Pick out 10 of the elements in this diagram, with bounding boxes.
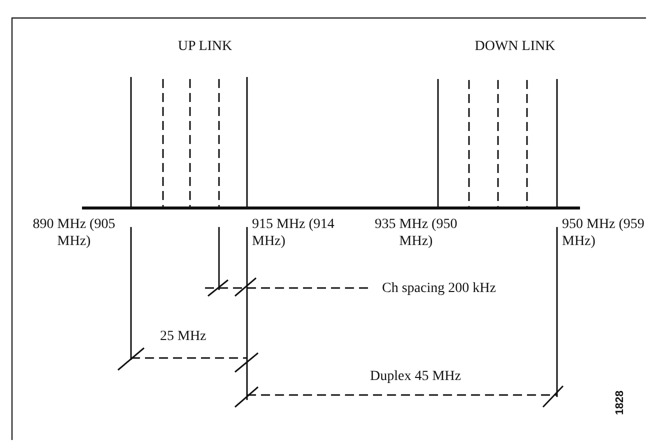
band-label: UP LINK — [176, 38, 234, 55]
frequency-label: 915 MHz (914 MHz) — [252, 216, 336, 250]
dimension-label: Duplex 45 MHz — [370, 368, 462, 385]
band-label: DOWN LINK — [474, 38, 556, 55]
figure-number: 1828 — [613, 390, 627, 415]
frequency-label: 890 MHz (905 MHz) — [32, 216, 116, 250]
dimension-label: 25 MHz — [160, 328, 208, 345]
dimension-label: Ch spacing 200 kHz — [382, 280, 497, 297]
frequency-label: 935 MHz (950 MHz) — [374, 216, 458, 250]
frequency-label: 950 MHz (959 MHz) — [562, 216, 646, 250]
